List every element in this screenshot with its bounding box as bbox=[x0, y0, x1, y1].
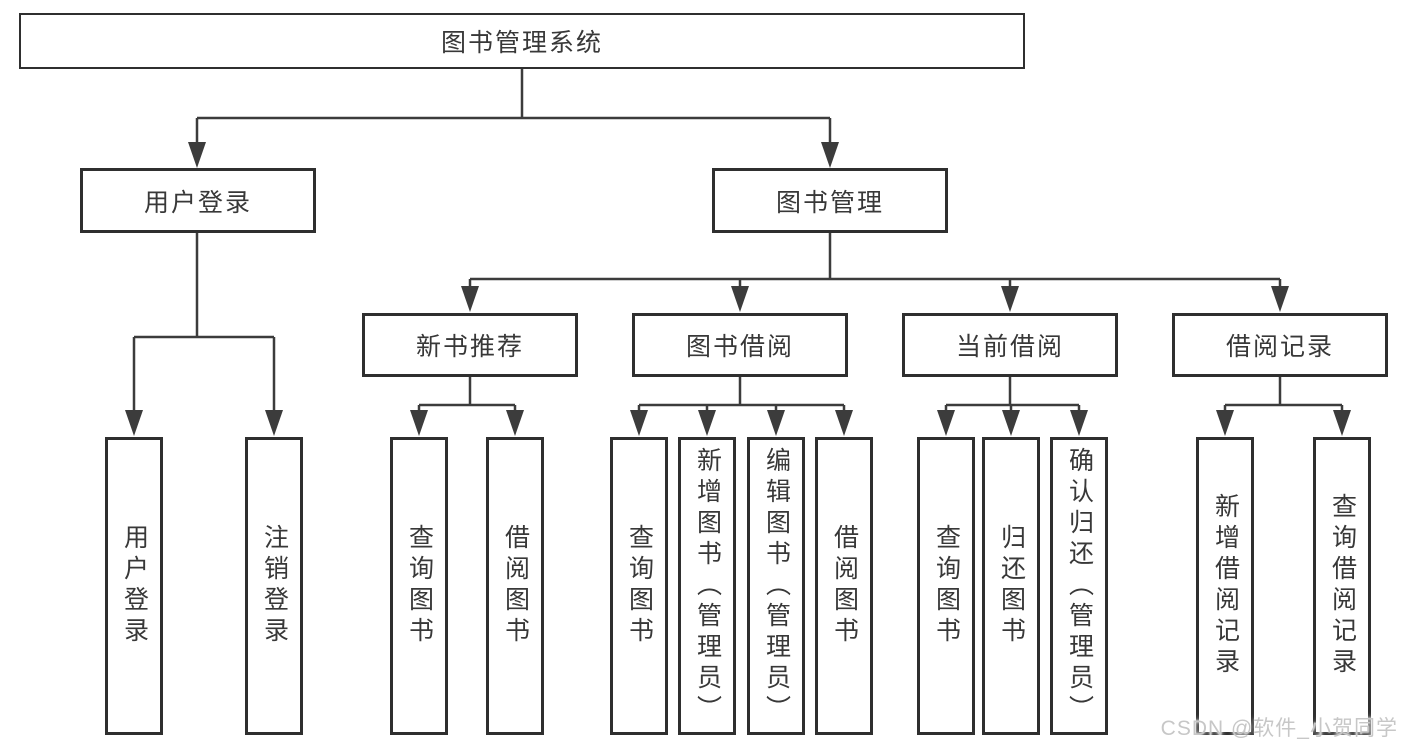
connector-arrowheads bbox=[125, 142, 1351, 436]
node-new-book-recommendation: 新书推荐 bbox=[362, 313, 578, 377]
leaf-confirm-return-admin: 确认归还（管理员） bbox=[1050, 437, 1108, 735]
node-library-management-system: 图书管理系统 bbox=[19, 13, 1025, 69]
arrow-down-icon bbox=[1333, 410, 1351, 436]
node-label: 图书管理系统 bbox=[440, 29, 603, 57]
arrow-down-icon bbox=[630, 410, 648, 436]
tree-edges bbox=[132, 69, 1344, 414]
leaf-label: 查询借阅记录 bbox=[1328, 493, 1357, 679]
leaf-logout: 注销登录 bbox=[245, 437, 303, 735]
leaf-label: 注销登录 bbox=[260, 524, 289, 648]
node-book-borrowing: 图书借阅 bbox=[632, 313, 848, 377]
node-label: 用户登录 bbox=[143, 188, 252, 217]
leaf-label: 编辑图书（管理员） bbox=[762, 446, 791, 726]
leaf-label: 查询图书 bbox=[405, 524, 434, 648]
leaf-label: 借阅图书 bbox=[830, 524, 859, 648]
leaf-borrow-books: 借阅图书 bbox=[815, 437, 873, 735]
arrow-down-icon bbox=[410, 410, 428, 436]
node-user-login: 用户登录 bbox=[80, 168, 316, 233]
arrow-down-icon bbox=[698, 410, 716, 436]
leaf-borrow-books-recommend: 借阅图书 bbox=[486, 437, 544, 735]
arrow-down-icon bbox=[1070, 410, 1088, 436]
arrow-down-icon bbox=[265, 410, 283, 436]
arrow-down-icon bbox=[1216, 410, 1234, 436]
leaf-add-books-admin: 新增图书（管理员） bbox=[678, 437, 736, 735]
node-book-management: 图书管理 bbox=[712, 168, 948, 233]
leaf-edit-books-admin: 编辑图书（管理员） bbox=[747, 437, 805, 735]
leaf-query-borrow-record: 查询借阅记录 bbox=[1313, 437, 1371, 735]
arrow-down-icon bbox=[125, 410, 143, 436]
leaf-label: 查询图书 bbox=[625, 524, 654, 648]
node-borrowing-records: 借阅记录 bbox=[1172, 313, 1388, 377]
arrow-down-icon bbox=[731, 286, 749, 312]
arrow-down-icon bbox=[1271, 286, 1289, 312]
leaf-label: 归还图书 bbox=[997, 524, 1026, 648]
leaf-label: 新增图书（管理员） bbox=[693, 446, 722, 726]
node-label: 借阅记录 bbox=[1225, 333, 1334, 361]
leaf-label: 用户登录 bbox=[120, 524, 149, 648]
arrow-down-icon bbox=[188, 142, 206, 168]
leaf-label: 查询图书 bbox=[932, 524, 961, 648]
node-label: 图书借阅 bbox=[685, 333, 794, 361]
leaf-add-borrow-record: 新增借阅记录 bbox=[1196, 437, 1254, 735]
node-current-borrowing: 当前借阅 bbox=[902, 313, 1118, 377]
arrow-down-icon bbox=[1001, 286, 1019, 312]
arrow-down-icon bbox=[506, 410, 524, 436]
leaf-label: 确认归还（管理员） bbox=[1065, 446, 1094, 726]
leaf-query-books-borrowing: 查询图书 bbox=[610, 437, 668, 735]
node-label: 图书管理 bbox=[775, 188, 884, 217]
node-label: 新书推荐 bbox=[415, 333, 524, 361]
leaf-query-books-recommend: 查询图书 bbox=[390, 437, 448, 735]
node-label: 当前借阅 bbox=[955, 333, 1064, 361]
csdn-watermark: CSDN @软件_小贺同学 bbox=[1160, 717, 1398, 740]
leaf-return-books: 归还图书 bbox=[982, 437, 1040, 735]
arrow-down-icon bbox=[767, 410, 785, 436]
leaf-label: 新增借阅记录 bbox=[1211, 493, 1240, 679]
leaf-label: 借阅图书 bbox=[501, 524, 530, 648]
leaf-user-login: 用户登录 bbox=[105, 437, 163, 735]
arrow-down-icon bbox=[1002, 410, 1020, 436]
arrow-down-icon bbox=[821, 142, 839, 168]
arrow-down-icon bbox=[835, 410, 853, 436]
arrow-down-icon bbox=[937, 410, 955, 436]
leaf-query-books-current: 查询图书 bbox=[917, 437, 975, 735]
arrow-down-icon bbox=[461, 286, 479, 312]
